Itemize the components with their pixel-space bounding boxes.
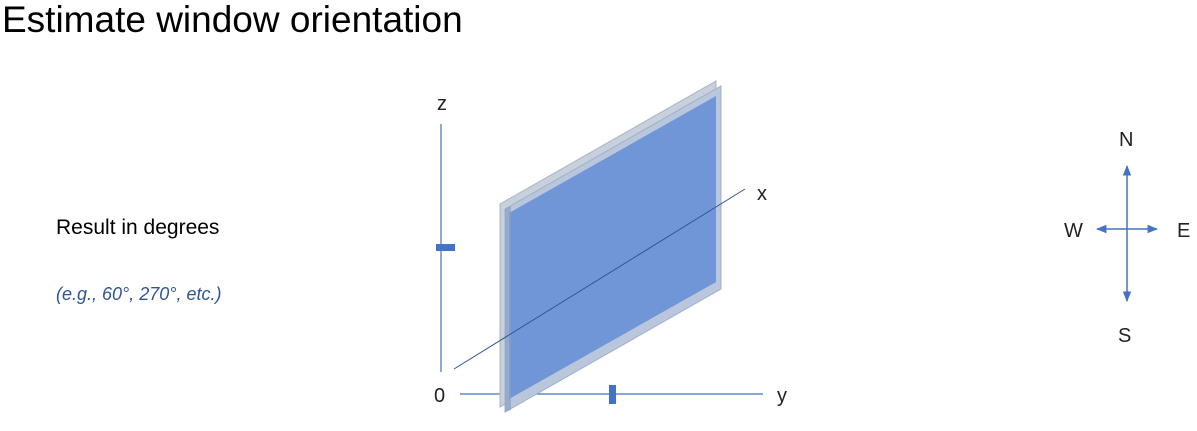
window-edge-shade — [505, 206, 511, 412]
origin-label: 0 — [434, 385, 445, 407]
y-axis-label: y — [777, 385, 787, 407]
x-axis-label: x — [757, 183, 767, 205]
compass-south-label: S — [1118, 325, 1131, 347]
z-axis-label: z — [437, 93, 447, 115]
compass-east-label: E — [1177, 220, 1190, 242]
result-label: Result in degrees — [56, 216, 220, 239]
window-glass — [509, 96, 716, 399]
window-pane — [499, 80, 722, 413]
y-axis-tick — [609, 385, 616, 404]
z-axis-tick — [436, 244, 455, 251]
x-axis-line — [453, 188, 746, 370]
compass-rose: N S W E — [1064, 129, 1190, 347]
compass-west-label: W — [1064, 220, 1083, 242]
page-title: Estimate window orientation — [2, 0, 463, 40]
compass-north-label: N — [1119, 129, 1133, 151]
example-hint: (e.g., 60°, 270°, etc.) — [56, 284, 222, 304]
